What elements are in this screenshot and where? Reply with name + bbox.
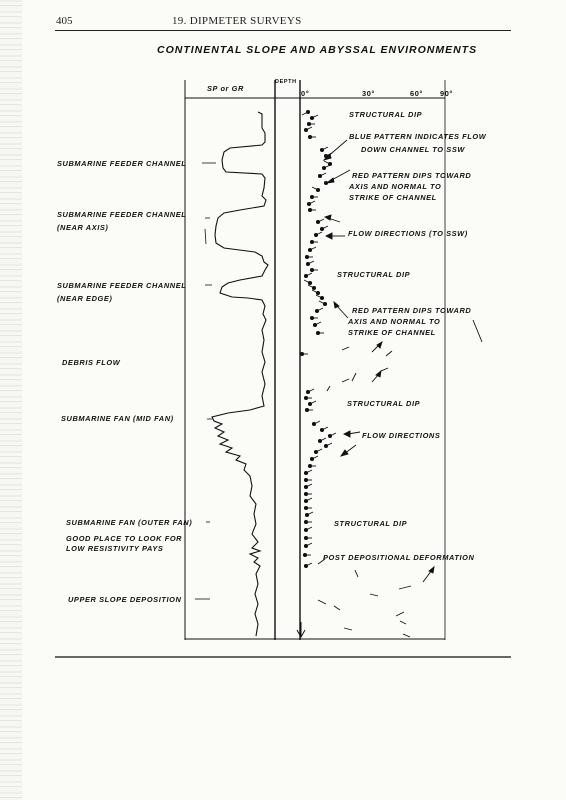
left-label-feeder-channel-3: SUBMARINE FEEDER CHANNEL [57,281,187,290]
tadpole-tail [321,426,329,431]
right-label-structural-dip-3: STRUCTURAL DIP [347,399,421,408]
left-label-mid-fan: SUBMARINE FAN (MID FAN) [61,414,174,423]
right-label-strike-2: STRIKE OF CHANNEL [348,328,436,337]
scatter-arrows [317,319,483,638]
depth-arrow [296,622,306,639]
right-label-down-channel: DOWN CHANNEL TO SSW [361,145,465,154]
right-label-blue-pattern: BLUE PATTERN INDICATES FLOW [349,132,487,141]
right-label-structural-dip-2: STRUCTURAL DIP [337,270,411,279]
right-label-red-pattern-1: RED PATTERN DIPS TOWARD [352,171,472,180]
tadpole-tail [319,437,327,442]
scale-label-0: 0° [301,89,310,98]
left-label-feeder-channel-2: SUBMARINE FEEDER CHANNEL [57,210,187,219]
right-label-post-depositional: POST DEPOSITIONAL DEFORMATION [323,553,475,562]
tadpole-tail [311,455,319,460]
right-label-flow-directions-ssw: FLOW DIRECTIONS (TO SSW) [348,229,468,238]
tadpole-tail [311,186,319,191]
tadpole-tail [303,279,311,284]
right-label-axis-normal-2: AXIS AND NORMAL TO [348,317,441,326]
scan-edge-artifact [0,0,22,800]
tadpole-tail [319,172,327,177]
annotation-arrows [322,139,361,457]
right-label-red-pattern-2: RED PATTERN DIPS TOWARD [352,306,472,315]
left-label-near-axis: (NEAR AXIS) [57,223,109,232]
tadpole-tail [325,442,333,447]
scale-label-30: 30° [362,89,375,98]
track-header-depth: DEPTH [275,79,297,85]
tadpole-tail [311,114,319,119]
right-label-structural-dip-1: STRUCTURAL DIP [349,110,423,119]
page-number: 405 [56,15,73,27]
tadpole-tail [317,218,325,223]
left-label-upper-slope: UPPER SLOPE DEPOSITION [68,595,182,604]
section-heading: 19. DIPMETER SURVEYS [172,15,302,27]
sp-gr-curve [211,111,269,637]
right-label-flow-directions: FLOW DIRECTIONS [362,431,441,440]
header-rule [55,30,511,31]
tadpole-tail [305,469,313,474]
left-label-good-place: GOOD PLACE TO LOOK FOR [66,534,183,543]
left-label-feeder-channel-1: SUBMARINE FEEDER CHANNEL [57,159,187,168]
tadpole-tail [315,294,323,299]
tadpole-tail [308,200,316,205]
tadpole-tail [305,542,313,547]
left-label-outer-fan: SUBMARINE FAN (OUTER FAN) [66,518,193,527]
tadpole-tail [305,272,313,277]
tadpole-tail [316,307,324,312]
left-label-near-edge: (NEAR EDGE) [57,294,113,303]
left-label-leaders [195,162,216,600]
figure-title: CONTINENTAL SLOPE AND ABYSSAL ENVIRONMEN… [157,44,478,56]
left-label-debris-flow: DEBRIS FLOW [62,358,121,367]
tadpole-tail [307,260,315,265]
tadpole-tail [321,146,329,151]
tadpole-tail [307,284,315,289]
tadpole-tail [306,511,314,516]
tadpole-tail [307,388,315,393]
tadpole-tail [323,164,331,169]
tadpole-tail [301,111,309,116]
tadpole-tail [315,448,323,453]
tadpole-tail [309,400,317,405]
tadpole-tail [318,300,326,305]
tadpole-tail [309,246,317,251]
tadpole-tail [311,289,319,294]
tadpole-tail [305,483,313,488]
right-label-strike-1: STRIKE OF CHANNEL [349,193,437,202]
tadpole-tail [323,160,331,165]
scale-label-90: 90° [440,89,453,98]
tadpole-tail [305,562,313,567]
tadpole-tail [305,126,313,131]
tadpole-tail [313,420,321,425]
tadpole-tail [305,497,313,502]
right-label-structural-dip-4: STRUCTURAL DIP [334,519,408,528]
tadpole-tail [314,321,322,326]
tadpole-tail [321,225,329,230]
tadpole-tail [329,432,337,437]
tadpole-tail [315,231,323,236]
dip-tadpoles [299,109,337,569]
tadpole-tail [305,526,313,531]
right-label-axis-normal-1: AXIS AND NORMAL TO [349,182,442,191]
track-header-sp-gr: SP or GR [207,84,244,93]
scale-label-60: 60° [410,89,423,98]
left-label-low-resistivity: LOW RESISTIVITY PAYS [66,544,164,553]
